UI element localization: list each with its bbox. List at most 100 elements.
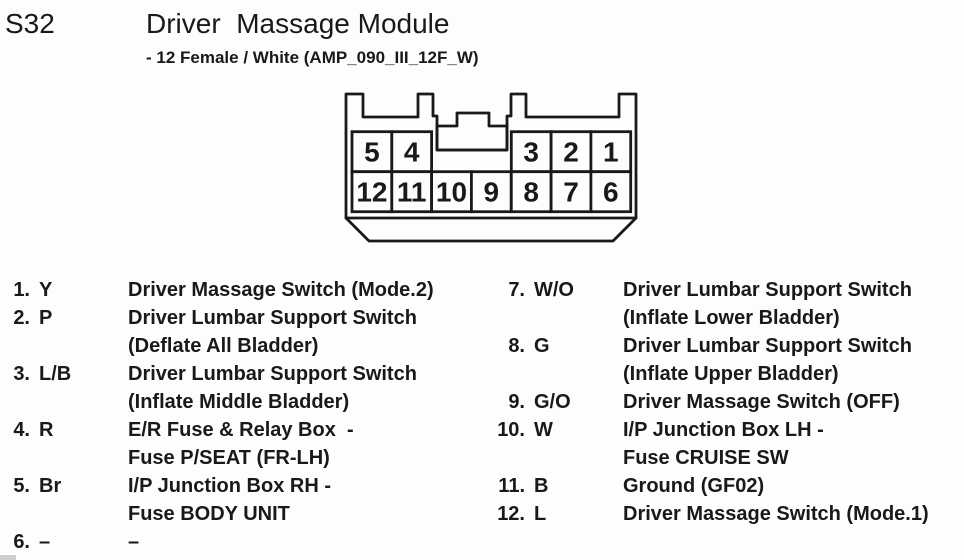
pin-number: 2. [13,307,30,329]
pin-description: Driver Lumbar Support Switch (Deflate Al… [128,304,478,360]
pin-wire-color: – [39,531,51,553]
pin-cavity-9 [469,170,513,214]
pin-cavity-6 [589,170,633,214]
pin-label: 4. R [8,416,128,472]
pin-number: 9. [508,391,525,413]
pin-cavity-number: 2 [563,137,579,168]
pin-number: 10. [497,419,525,441]
pin-list-left: 1. Y Driver Massage Switch (Mode.2) 2. P… [8,276,478,556]
pin-number: 5. [13,475,30,497]
pin-wire-color: R [39,419,54,441]
pin-wire-color: P [39,307,53,329]
pin-description-line: Fuse P/SEAT (FR-LH) [128,447,330,469]
pin-description: Driver Massage Switch (OFF) [623,388,960,416]
pin-cavity-11 [390,170,433,214]
pin-list-right: 7. W/O Driver Lumbar Support Switch (Inf… [485,276,960,528]
pin-description: Driver Lumbar Support Switch (Inflate Lo… [623,276,960,332]
pin-entry-7: 7. W/O Driver Lumbar Support Switch (Inf… [485,276,960,332]
pin-number: 1. [13,279,30,301]
pin-entry-10: 10. W I/P Junction Box LH - Fuse CRUISE … [485,416,960,472]
connector-ref-code: S32 [5,8,55,39]
pin-cavity-number: 8 [523,177,539,208]
pin-wire-color: Br [39,475,62,497]
page-title: Driver Massage Module [146,8,450,39]
pin-label: 5. Br [8,472,128,528]
pin-description-line: Driver Lumbar Support Switch [128,363,417,385]
pin-number: 4. [13,419,30,441]
pin-description: I/P Junction Box RH - Fuse BODY UNIT [128,472,478,528]
pin-description-line: Driver Massage Switch (Mode.1) [623,503,929,525]
pin-wire-color: B [534,475,549,497]
connector-latch [435,111,509,152]
pin-entry-1: 1. Y Driver Massage Switch (Mode.2) [8,276,478,304]
pin-description-line: Fuse BODY UNIT [128,503,290,525]
pin-label: 3. L/B [8,360,128,416]
pin-cavity-number: 11 [397,177,427,208]
pin-label: 2. P [8,304,128,360]
connector-spec: - 12 Female / White (AMP_090_III_12F_W) [146,48,479,67]
pin-number: 12. [497,503,525,525]
pin-cavity-number: 6 [603,177,619,208]
pin-cavity-3 [509,130,553,174]
pin-label: 9. G/O [485,388,623,416]
pin-description: Driver Lumbar Support Switch (Inflate Mi… [128,360,478,416]
pin-cavity-10 [430,170,473,214]
pin-cavity-number: 5 [364,137,380,168]
pin-description-line: Ground (GF02) [623,475,765,497]
pin-cavity-number: 4 [404,137,420,168]
pin-description: E/R Fuse & Relay Box - Fuse P/SEAT (FR-L… [128,416,478,472]
pin-wire-color: L/B [39,363,72,385]
pin-label: 6. – [8,528,128,556]
pin-description: Ground (GF02) [623,472,960,500]
pin-description-line: (Deflate All Bladder) [128,335,319,357]
pin-description-line: E/R Fuse & Relay Box - [128,419,354,441]
pin-wire-color: G/O [534,391,571,413]
pin-cavity-number: 9 [484,177,500,208]
pin-wire-color: Y [39,279,53,301]
pin-label: 11. B [485,472,623,500]
pin-entry-5: 5. Br I/P Junction Box RH - Fuse BODY UN… [8,472,478,528]
pin-wire-color: W/O [534,279,574,301]
pin-description-line: Driver Massage Switch (Mode.2) [128,279,434,301]
pin-label: 7. W/O [485,276,623,332]
pin-cavity-number: 7 [563,177,579,208]
pin-description-line: (Inflate Upper Bladder) [623,363,839,385]
pin-description: Driver Lumbar Support Switch (Inflate Up… [623,332,960,388]
pin-wire-color: G [534,335,550,357]
pin-cavity-number: 12 [356,177,387,208]
pin-entry-9: 9. G/O Driver Massage Switch (OFF) [485,388,960,416]
pin-number: 6. [13,531,30,553]
pin-label: 8. G [485,332,623,388]
pin-description: I/P Junction Box LH - Fuse CRUISE SW [623,416,960,472]
pin-description-line: Driver Massage Switch (OFF) [623,391,900,413]
pin-cavity-12 [350,170,394,214]
connector-housing-outline [344,92,638,243]
pin-description-line: (Inflate Middle Bladder) [128,391,350,413]
pin-label: 1. Y [8,276,128,304]
pin-description: – [128,528,478,556]
pin-description-line: I/P Junction Box RH - [128,475,331,497]
pin-label: 10. W [485,416,623,472]
pin-description-line: Fuse CRUISE SW [623,447,789,469]
pin-description: Driver Massage Switch (Mode.1) [623,500,960,528]
pin-cavity-number: 3 [523,137,539,168]
pin-description-line: I/P Junction Box LH - [623,419,824,441]
pin-description-line: – [128,531,140,553]
pin-wire-color: L [534,503,547,525]
pin-cavity-1 [589,130,633,174]
pin-description-line: Driver Lumbar Support Switch [128,307,417,329]
pin-number: 11. [498,475,525,497]
pin-entry-3: 3. L/B Driver Lumbar Support Switch (Inf… [8,360,478,416]
pin-cavity-number: 10 [436,177,467,208]
pin-entry-8: 8. G Driver Lumbar Support Switch (Infla… [485,332,960,388]
pin-entry-11: 11. B Ground (GF02) [485,472,960,500]
pin-entry-12: 12. L Driver Massage Switch (Mode.1) [485,500,960,528]
pin-label: 12. L [485,500,623,528]
pin-cavity-number: 1 [603,137,619,168]
connector-diagram: 5 4 3 2 1 12 11 10 9 8 7 6 [344,92,638,243]
pin-number: 7. [508,279,525,301]
pin-description: Driver Massage Switch (Mode.2) [128,276,478,304]
pin-description-line: Driver Lumbar Support Switch [623,335,912,357]
pin-entry-6: 6. – – [8,528,478,556]
